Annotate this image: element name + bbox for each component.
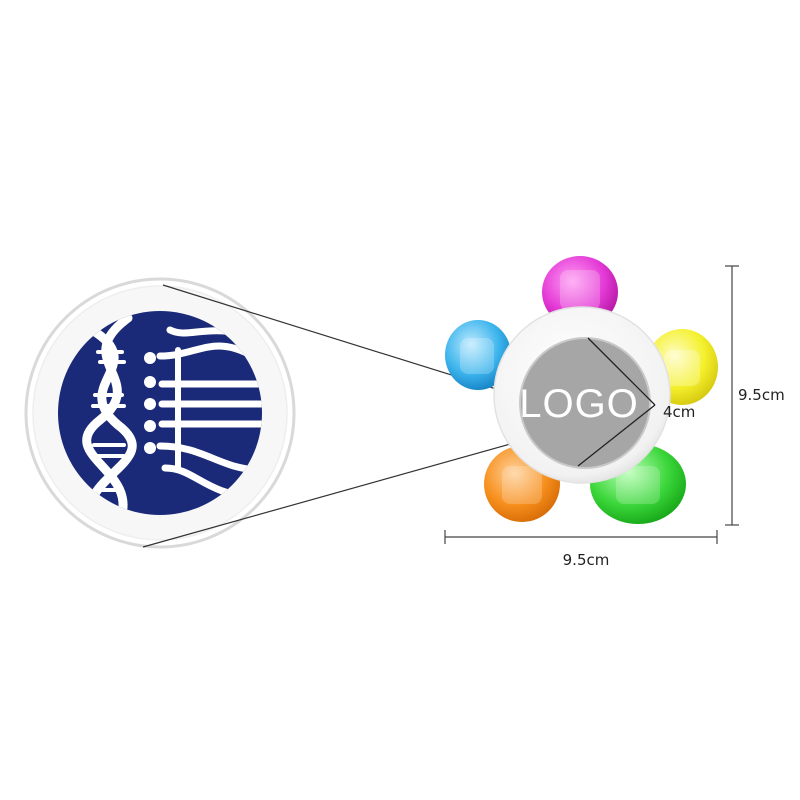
height-label: 9.5cm	[738, 386, 785, 404]
width-label: 9.5cm	[563, 551, 610, 569]
highlighter-flower: LOGO 4cm	[445, 256, 718, 524]
logo-placeholder-text: LOGO	[519, 382, 639, 426]
height-dimension	[725, 265, 739, 526]
logo-diameter-label: 4cm	[663, 403, 695, 421]
dna-emblem-icon	[58, 311, 262, 515]
logo-diameter-indicator	[577, 337, 656, 467]
petal-blue	[445, 320, 511, 390]
width-dimension	[444, 530, 718, 544]
emblem-callout	[24, 277, 296, 549]
emblem-dots	[144, 352, 156, 454]
